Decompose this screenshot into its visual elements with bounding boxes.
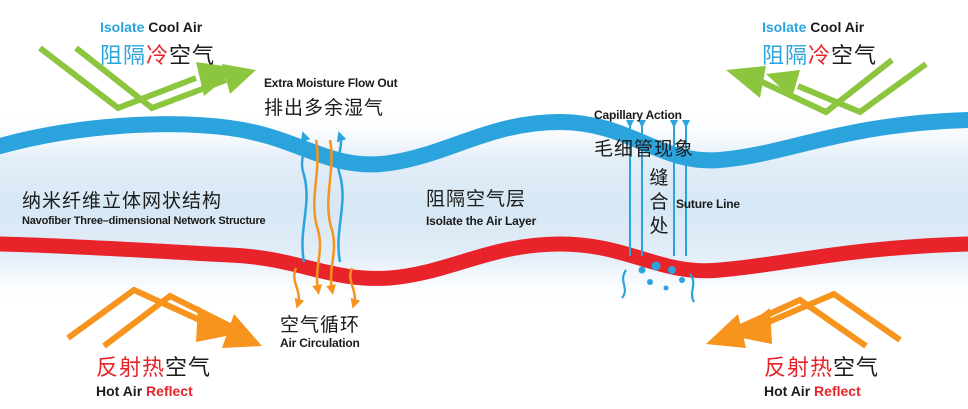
cool-air-zh-text: 空气 xyxy=(831,44,878,69)
hot-air-label-en-right: Hot Air Reflect xyxy=(764,383,861,399)
hot-air-arrows-left xyxy=(66,286,262,349)
hot-air-zh-highlight: 反射 xyxy=(764,356,811,381)
air-layer-label-en: Isolate the Air Layer xyxy=(426,214,537,228)
cool-air-label-en-right: Isolate Cool Air xyxy=(762,19,864,35)
capillary-lines xyxy=(626,120,690,256)
hot-air-zh-accent: 热 xyxy=(810,356,834,381)
circulation-label-en: Air Circulation xyxy=(280,336,360,350)
water-droplets xyxy=(621,261,695,303)
structure-label-en: Navofiber Three–dimensional Network Stru… xyxy=(22,215,266,227)
cool-air-highlight: Isolate xyxy=(762,19,807,35)
outer-fabric-layer xyxy=(0,112,968,173)
moisture-label-zh: 排出多余湿气 xyxy=(264,97,385,119)
structure-label-zh: 纳米纤维立体网状结构 xyxy=(22,190,223,212)
cool-air-text: Cool Air xyxy=(144,19,203,35)
cool-air-zh-accent: 冷 xyxy=(808,44,832,69)
hot-air-arrows-right xyxy=(706,290,902,349)
cool-air-arrows-right xyxy=(726,57,928,116)
cool-air-highlight: Isolate xyxy=(100,19,145,35)
air-circulation-arrows xyxy=(293,131,361,309)
capillary-label-en: Capillary Action xyxy=(594,108,682,122)
cool-air-zh-accent: 冷 xyxy=(146,44,170,69)
cool-air-zh-highlight: 阻隔 xyxy=(100,44,147,69)
air-layer-label-zh: 阻隔空气层 xyxy=(426,188,527,210)
inner-fabric-layer xyxy=(0,236,968,286)
cool-air-label-en-left: Isolate Cool Air xyxy=(100,19,202,35)
circulation-label-zh: 空气循环 xyxy=(280,314,361,336)
hot-air-label-zh-left: 反射热空气 xyxy=(96,350,211,382)
cool-air-zh-text: 空气 xyxy=(169,44,216,69)
hot-air-zh-text: 空气 xyxy=(165,356,212,381)
cool-air-arrows-left xyxy=(38,45,256,112)
cool-air-zh-highlight: 阻隔 xyxy=(762,44,809,69)
capillary-label-zh: 毛细管现象 xyxy=(594,138,695,160)
hot-air-zh-text: 空气 xyxy=(833,356,880,381)
hot-air-text: Hot Air xyxy=(764,383,815,399)
hot-air-label-zh-right: 反射热空气 xyxy=(764,350,879,382)
moisture-label-en: Extra Moisture Flow Out xyxy=(264,76,398,90)
hot-air-zh-highlight: 反射 xyxy=(96,356,143,381)
suture-label-zh: 缝合处 xyxy=(649,167,669,237)
hot-air-highlight: Reflect xyxy=(146,383,193,399)
cool-air-label-zh-right: 阻隔冷空气 xyxy=(762,38,877,70)
hot-air-text: Hot Air xyxy=(96,383,147,399)
hot-air-zh-accent: 热 xyxy=(142,356,166,381)
hot-air-label-en-left: Hot Air Reflect xyxy=(96,383,193,399)
suture-label-en: Suture Line xyxy=(676,197,740,211)
hot-air-highlight: Reflect xyxy=(814,383,861,399)
cool-air-label-zh-left: 阻隔冷空气 xyxy=(100,38,215,70)
cool-air-text: Cool Air xyxy=(806,19,865,35)
